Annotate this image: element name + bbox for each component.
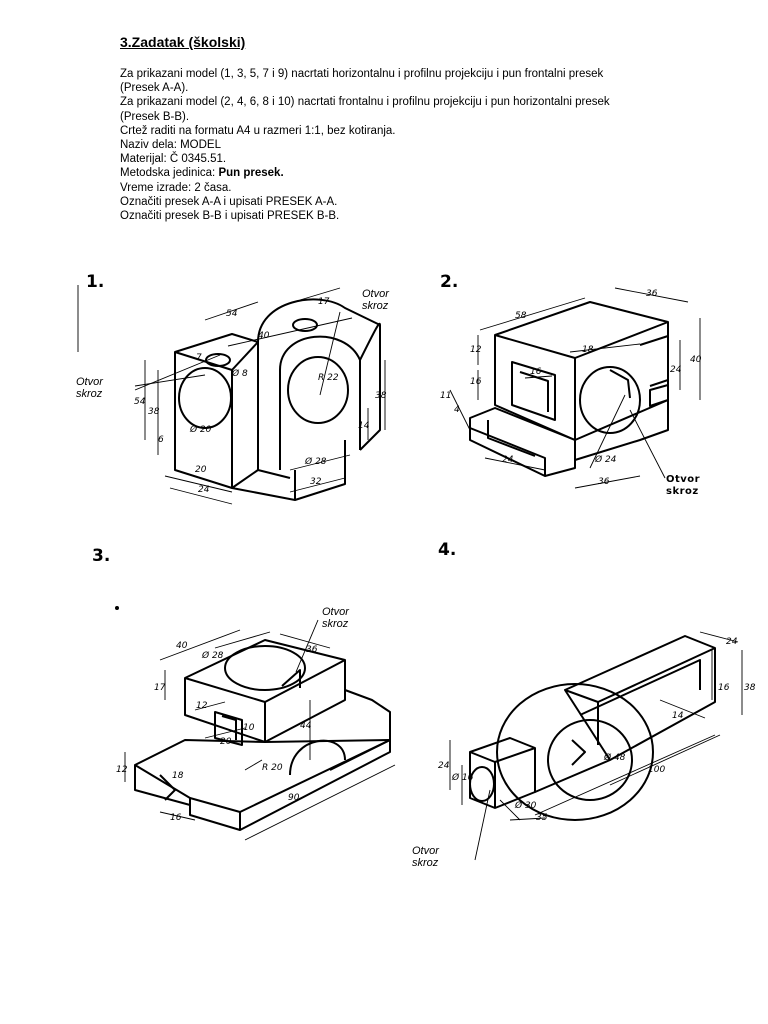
figure-4-drawing: 24 38 16 14 Ø 48 24 Ø 16 Ø 30 100 35: [438, 631, 756, 861]
dim-label: 32: [310, 477, 322, 487]
base: [134, 739, 391, 831]
hole-d20: [178, 367, 232, 429]
dim-label: 14: [358, 421, 370, 431]
dim-label: 16: [530, 367, 542, 377]
instruction-line: Crtež raditi na formatu A4 u razmeri 1:1…: [120, 124, 396, 137]
window-cutout: [214, 711, 243, 746]
dim-label: 24: [726, 637, 738, 647]
instruction-line: Za prikazani model (1, 3, 5, 7 i 9) nacr…: [120, 68, 604, 80]
hole-d28: [224, 645, 306, 691]
dim-label: Ø 28: [304, 456, 327, 467]
dim-label: Ø 16: [451, 772, 474, 783]
dim-label: 12: [116, 765, 128, 775]
dim-label: 4: [454, 405, 460, 415]
left-block: [174, 333, 259, 489]
method-line: Metodska jedinica: Pun presek.: [120, 166, 700, 180]
hole-d16: [469, 766, 495, 802]
figure-3-drawing: 40 Ø 28 36 17 12 10 20 44 R 20 18 12 16 …: [115, 606, 396, 841]
figure-number-3: 3.: [92, 546, 111, 566]
dim-label: 16: [170, 813, 182, 823]
hole-d48: [547, 719, 633, 801]
dim-label: 6: [158, 435, 164, 445]
instruction-line: Vreme izrade: 2 časa.: [120, 181, 232, 194]
dim-label: 16: [470, 377, 482, 387]
dim-label: 24: [670, 365, 682, 375]
dim-label: 36: [306, 645, 318, 655]
dim-label: Ø 8: [231, 368, 248, 379]
arch-front: [279, 335, 361, 470]
dim-label: R 20: [262, 763, 283, 773]
dim-label: 35: [536, 813, 548, 823]
long-arm: [564, 635, 716, 761]
arc-r20: [289, 739, 346, 776]
dim-label: 20: [195, 465, 207, 475]
figure-number-1: 1.: [86, 272, 105, 292]
base-lip: [469, 407, 576, 477]
dim-label: 36: [646, 289, 658, 299]
dim-label: 24: [502, 455, 514, 465]
figure-2-drawing: 58 36 12 18 16 16 24 40 11 4 24 Ø 24 36: [440, 287, 702, 489]
dim-label: 20: [220, 737, 232, 747]
instruction-line: (Presek B-B).: [120, 110, 190, 123]
figure-1-drawing: 54 17 40 7 Ø 8 R 22 54 38 6 Ø 20 Ø 28 20…: [77, 285, 387, 505]
dim-label: 18: [582, 345, 594, 355]
dim-label: 38: [148, 407, 160, 417]
dim-label: 40: [258, 331, 270, 341]
end-block: [469, 737, 536, 809]
dim-label: 17: [154, 683, 166, 693]
dim-label: 14: [672, 711, 684, 721]
task-instructions: Za prikazani model (1, 3, 5, 7 i 9) nacr…: [120, 67, 700, 223]
dim-label: 10: [243, 723, 255, 733]
dim-label: 12: [196, 701, 208, 711]
figure-number-2: 2.: [440, 272, 459, 292]
dim-label: 24: [438, 761, 450, 771]
instruction-line: Naziv dela: MODEL: [120, 139, 221, 152]
figure-number-4: 4.: [438, 540, 457, 560]
dim-label: 36: [598, 477, 610, 487]
dim-label: 17: [318, 297, 330, 307]
dim-label: 38: [375, 391, 387, 401]
dim-label: R 22: [318, 373, 339, 383]
window-cutout: [511, 361, 556, 421]
dim-label: 90: [288, 793, 300, 803]
dim-label: 40: [176, 641, 188, 651]
method-label: Metodska jedinica:: [120, 167, 219, 180]
method-value: Pun presek.: [218, 167, 284, 180]
dim-label: Ø 20: [189, 424, 212, 435]
hole-d24: [579, 366, 641, 434]
dim-label: Ø 30: [514, 800, 537, 811]
instruction-line: (Presek A-A).: [120, 82, 189, 95]
instruction-line: Za prikazani model (2, 4, 6, 8 i 10) nac…: [120, 96, 610, 109]
dim-label: 18: [172, 771, 184, 781]
instruction-line: Označiti presek B-B i upisati PRESEK B-B…: [120, 210, 340, 223]
dim-label: 12: [470, 345, 482, 355]
dim-label: 38: [744, 683, 756, 693]
instruction-line: Označiti presek A-A i upisati PRESEK A-A…: [120, 195, 338, 208]
ring: [496, 683, 654, 821]
dim-label: 7: [196, 353, 202, 363]
dim-label: Ø 48: [603, 752, 626, 763]
dim-label: Ø 28: [201, 650, 224, 661]
dim-label: Ø 24: [594, 454, 617, 465]
dim-label: 44: [300, 721, 312, 731]
dim-label: 16: [718, 683, 730, 693]
dim-label: 54: [134, 397, 146, 407]
arch-top: [257, 298, 381, 343]
dim-label: 40: [690, 355, 702, 365]
ink-dot: [115, 606, 119, 610]
document-title: 3.Zadatak (školski): [120, 34, 246, 50]
dim-label: 54: [226, 309, 238, 319]
dim-label: 11: [440, 391, 451, 401]
dim-label: 58: [515, 311, 527, 321]
dim-label: 24: [198, 485, 210, 495]
dim-label: 100: [648, 765, 665, 775]
hole-r22: [287, 356, 349, 424]
instruction-line: Materijal: Č 0345.51.: [120, 153, 227, 166]
